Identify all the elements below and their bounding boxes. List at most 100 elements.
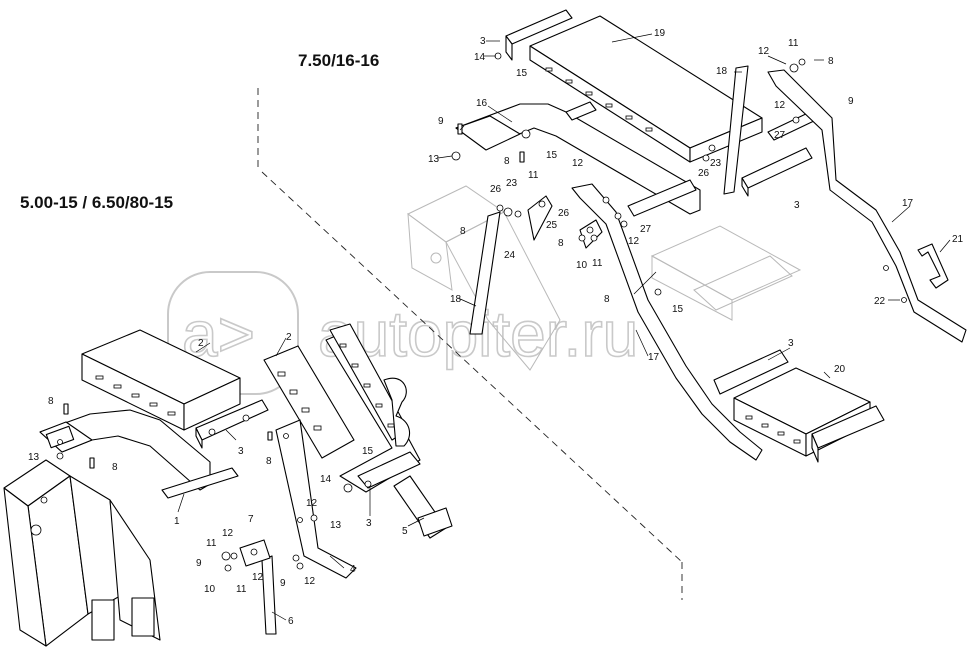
callout-8: 8 xyxy=(460,226,466,237)
callout-13: 13 xyxy=(330,520,342,531)
callout-15: 15 xyxy=(362,446,374,457)
callout-11: 11 xyxy=(788,38,799,49)
part-2-box-left xyxy=(81,329,241,431)
callout-10: 10 xyxy=(576,260,588,271)
callout-15: 15 xyxy=(672,304,684,315)
part-18-bracket-top xyxy=(723,65,749,195)
part-7-hinge xyxy=(239,539,271,567)
callout-9: 9 xyxy=(438,116,444,127)
callout-12: 12 xyxy=(306,498,318,509)
callout-11: 11 xyxy=(236,584,247,595)
part-4-bracket xyxy=(275,419,357,579)
section-divider xyxy=(257,88,683,600)
callout-26: 26 xyxy=(558,208,570,219)
part-3-clamp-lower xyxy=(713,349,885,463)
callout-7: 7 xyxy=(248,514,254,525)
part-20-box xyxy=(733,367,871,457)
callout-27: 27 xyxy=(640,224,652,235)
callout-10: 10 xyxy=(204,584,216,595)
callout-12: 12 xyxy=(628,236,640,247)
callout-24: 24 xyxy=(504,250,516,261)
callout-17: 17 xyxy=(648,352,660,363)
callout-13: 13 xyxy=(28,452,40,463)
part-5-arm xyxy=(393,475,453,539)
watermark: a> autopiter.ru xyxy=(167,271,639,395)
part-6-strip xyxy=(261,555,277,635)
callout-14: 14 xyxy=(474,52,486,63)
callout-16: 16 xyxy=(476,98,488,109)
callout-12: 12 xyxy=(252,572,264,583)
callout-11: 11 xyxy=(592,258,603,269)
part-3-holder-mid xyxy=(325,323,421,493)
callout-12: 12 xyxy=(222,528,234,539)
callout-9: 9 xyxy=(848,96,854,107)
callout-8: 8 xyxy=(504,156,510,167)
callout-14: 14 xyxy=(320,474,332,485)
callout-9: 9 xyxy=(196,558,202,569)
callout-4: 4 xyxy=(350,564,356,575)
link-plates xyxy=(527,195,603,249)
left-chassis-frame xyxy=(3,459,161,647)
callout-13: 13 xyxy=(428,154,440,165)
callout-20: 20 xyxy=(834,364,846,375)
loop-bracket xyxy=(383,377,411,447)
callout-8: 8 xyxy=(604,294,610,305)
callout-15: 15 xyxy=(546,150,558,161)
callout-27: 27 xyxy=(774,130,786,141)
callout-2: 2 xyxy=(198,338,204,349)
callout-3: 3 xyxy=(788,338,794,349)
callout-2: 2 xyxy=(286,332,292,343)
part-17-arm-right xyxy=(767,69,967,343)
left-assembly xyxy=(3,323,453,647)
callout-11: 11 xyxy=(528,170,539,181)
callout-23: 23 xyxy=(710,158,722,169)
callout-17: 17 xyxy=(902,198,914,209)
callout-12: 12 xyxy=(572,158,584,169)
title-left-tire-size: 5.00-15 / 6.50/80-15 xyxy=(20,193,173,212)
callout-5: 5 xyxy=(402,526,408,537)
part-3-clamp-top xyxy=(505,9,573,61)
callout-21: 21 xyxy=(952,234,964,245)
callout-3: 3 xyxy=(480,36,486,47)
callout-leaders xyxy=(177,33,951,621)
part-19-box xyxy=(529,15,763,163)
callout-numbers: 19 3 14 15 18 12 11 8 12 9 16 9 13 8 15 … xyxy=(28,28,964,627)
callout-8: 8 xyxy=(112,462,118,473)
part-1-tube-left xyxy=(39,409,239,499)
callout-22: 22 xyxy=(874,296,886,307)
part-2-bracket-mid xyxy=(263,345,355,459)
callout-8: 8 xyxy=(828,56,834,67)
part-3-clamp-left xyxy=(195,399,269,449)
callout-8: 8 xyxy=(48,396,54,407)
title-right-tire-size: 7.50/16-16 xyxy=(298,51,379,70)
callout-3: 3 xyxy=(238,446,244,457)
callout-25: 25 xyxy=(546,220,558,231)
callout-15: 15 xyxy=(516,68,528,79)
callout-26: 26 xyxy=(490,184,502,195)
callout-9: 9 xyxy=(280,578,286,589)
callout-12: 12 xyxy=(304,576,316,587)
callout-11: 11 xyxy=(206,538,217,549)
part-21-handle xyxy=(917,243,949,289)
callout-3: 3 xyxy=(794,200,800,211)
callout-3: 3 xyxy=(366,518,372,529)
part-17-arm-left xyxy=(571,183,763,461)
left-hardware xyxy=(56,403,353,572)
part-16-tube xyxy=(455,101,701,217)
callout-18: 18 xyxy=(716,66,728,77)
callout-1: 1 xyxy=(174,516,180,527)
right-assembly xyxy=(407,9,967,463)
callout-6: 6 xyxy=(288,616,294,627)
callout-23: 23 xyxy=(506,178,518,189)
part-18-bracket-mid xyxy=(469,211,501,335)
callout-8: 8 xyxy=(558,238,564,249)
callout-26: 26 xyxy=(698,168,710,179)
callout-12: 12 xyxy=(774,100,786,111)
callout-19: 19 xyxy=(654,28,666,39)
right-hardware xyxy=(451,52,907,303)
callout-8: 8 xyxy=(266,456,272,467)
callout-18: 18 xyxy=(450,294,462,305)
callout-12: 12 xyxy=(758,46,770,57)
